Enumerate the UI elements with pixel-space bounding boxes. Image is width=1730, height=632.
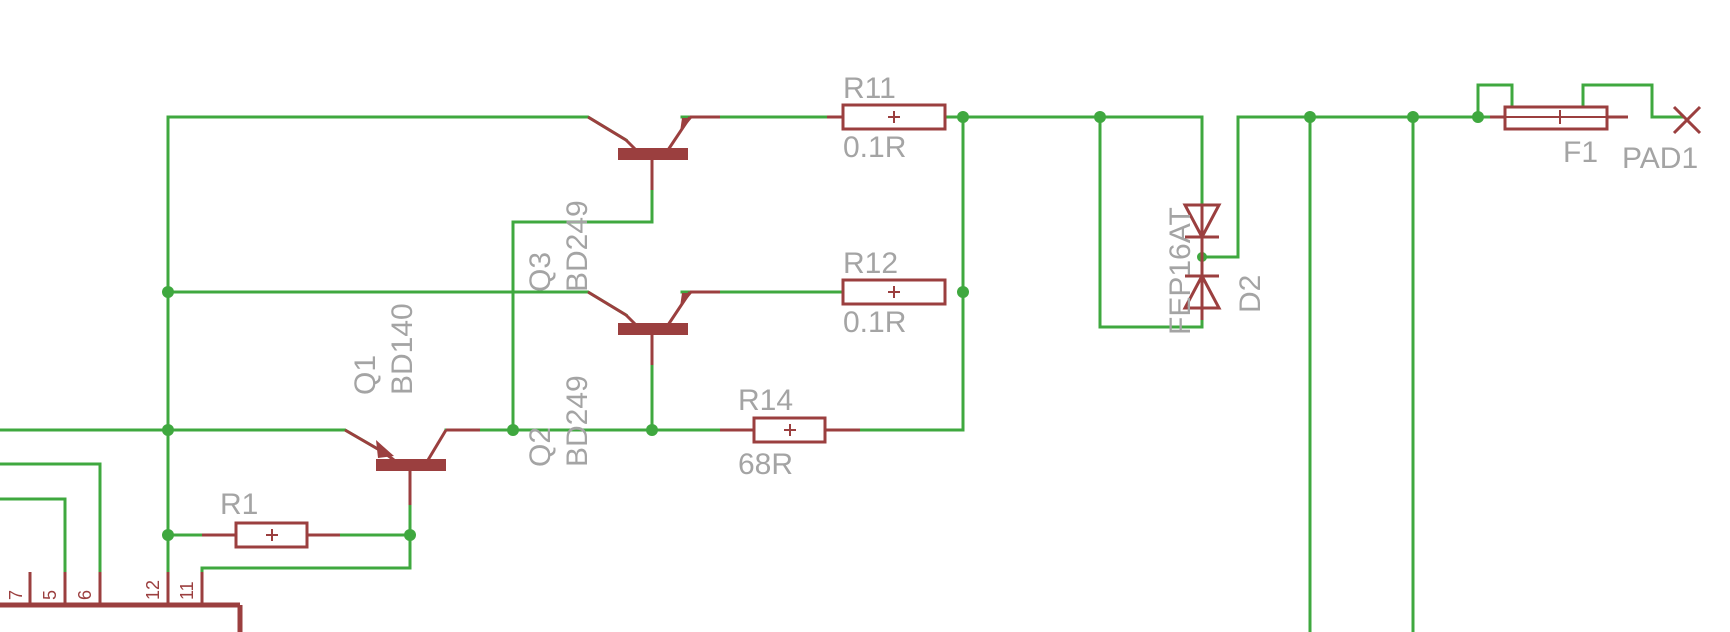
junctions [162, 111, 1484, 541]
wire-top-rail [166, 115, 629, 143]
resistor-r12[interactable] [841, 278, 947, 306]
junction [1094, 111, 1106, 123]
wire-d2-mid [1200, 115, 1492, 259]
wire-pin11 [200, 566, 412, 607]
r14-name-label: R14 [738, 384, 793, 417]
junction [162, 286, 174, 298]
wire-pin6 [0, 462, 102, 607]
q2-name-label: Q2 [524, 427, 557, 467]
r12-value-label: 0.1R [843, 306, 906, 339]
d2-value-label: FEP16AT [1164, 207, 1197, 335]
wire-pad1 [1581, 83, 1684, 119]
diode-d2[interactable] [1182, 203, 1222, 320]
wire-q3-base [511, 158, 654, 432]
q1-value-label: BD140 [386, 303, 419, 395]
resistor-r1[interactable] [202, 521, 340, 549]
d2-name-label: D2 [1234, 275, 1267, 313]
fuse-f1[interactable] [1490, 105, 1628, 131]
transistor-q3[interactable] [587, 115, 720, 190]
junction [507, 424, 519, 436]
q2-value-label: BD249 [561, 375, 594, 467]
junction [162, 529, 174, 541]
transistor-q2[interactable] [587, 290, 720, 365]
wires [0, 83, 1684, 632]
q1-name-label: Q1 [349, 355, 382, 395]
ic-pin-5-label: 5 [40, 590, 60, 600]
f1-name-label: F1 [1563, 136, 1598, 169]
wire-f1-bypass [1476, 83, 1514, 119]
r11-value-label: 0.1R [843, 131, 906, 164]
junction [957, 111, 969, 123]
junction [1304, 111, 1316, 123]
junction [957, 286, 969, 298]
r1-name-label: R1 [220, 488, 258, 521]
wire-bottom-rail [0, 428, 386, 455]
r12-name-label: R12 [843, 247, 898, 280]
junction [1472, 111, 1484, 123]
resistor-r14[interactable] [720, 416, 860, 444]
junction [1407, 111, 1419, 123]
pad1-name-label: PAD1 [1622, 142, 1698, 175]
ic-pin-7-label: 7 [6, 590, 26, 600]
ic-pin-11-label: 11 [177, 581, 197, 600]
q3-value-label: BD249 [561, 200, 594, 292]
labels: R11 0.1R R12 0.1R R14 68R R1 F1 PAD1 Q1 … [6, 72, 1698, 600]
junction [404, 529, 416, 541]
transistor-q1[interactable] [344, 428, 480, 505]
pad1-x-icon[interactable] [1672, 105, 1702, 135]
ic-body [0, 572, 243, 632]
q3-name-label: Q3 [524, 252, 557, 292]
junction [646, 424, 658, 436]
wire-d2-top [1198, 115, 1204, 207]
wire-d2-loop [1098, 115, 1204, 329]
ic-pin-12-label: 12 [143, 580, 163, 600]
r14-value-label: 68R [738, 448, 793, 481]
junction [162, 424, 174, 436]
resistor-r11[interactable] [827, 103, 947, 131]
wire-pin5 [0, 497, 67, 607]
ic-pin-6-label: 6 [75, 590, 95, 600]
r11-name-label: R11 [843, 72, 896, 105]
